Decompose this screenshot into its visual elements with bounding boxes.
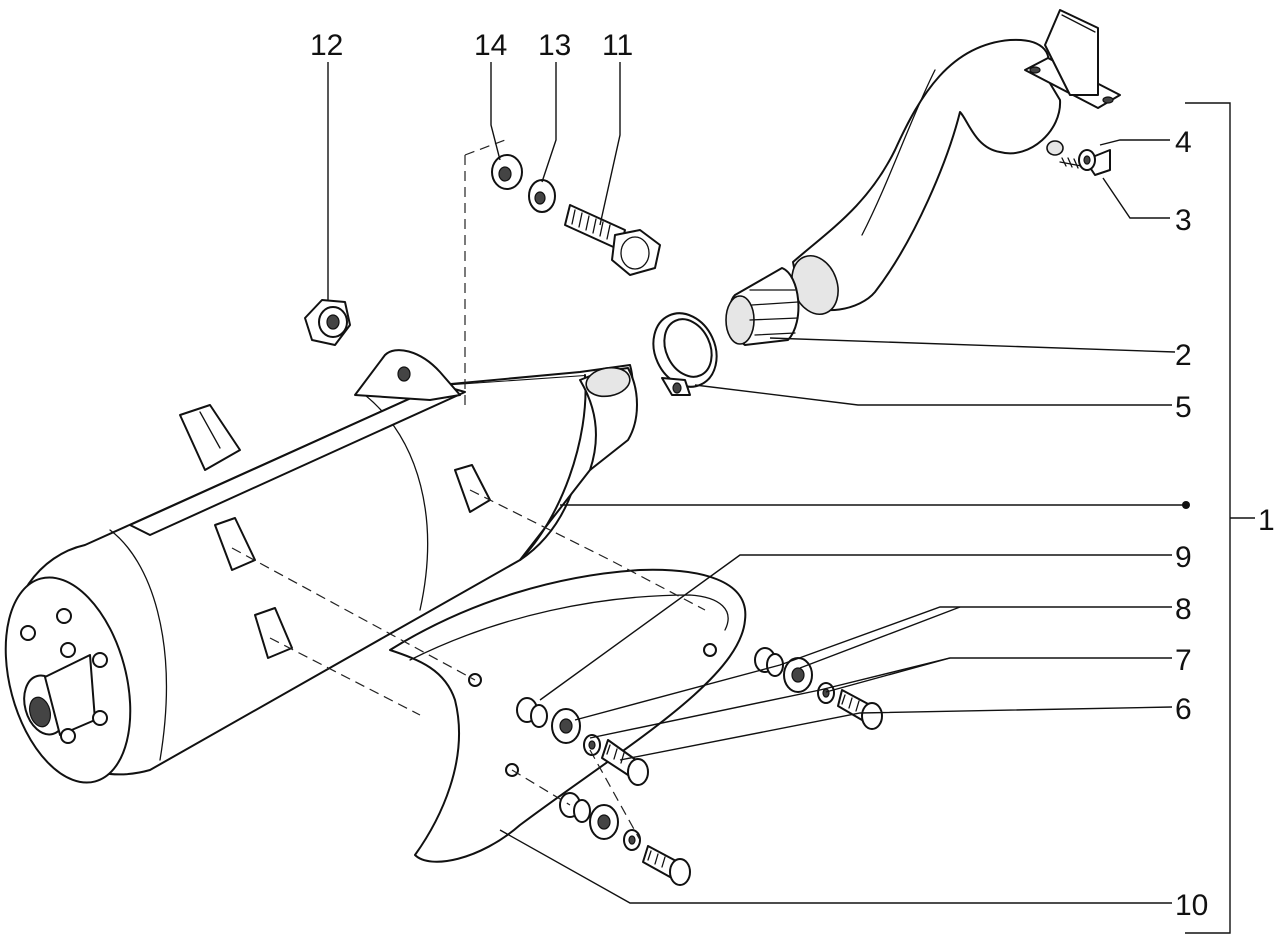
- gasket-2: [725, 267, 800, 346]
- label-part-4: 4: [1175, 126, 1192, 159]
- part-labels: 12 14 13 11 4 3 2 5 1 9 8 7 6 10: [310, 29, 1275, 922]
- nut-12: [304, 299, 351, 346]
- washer-4: [1078, 149, 1096, 171]
- label-part-2: 2: [1175, 339, 1192, 372]
- label-part-5: 5: [1175, 391, 1192, 424]
- silencer-body: [4, 349, 638, 784]
- label-part-13: 13: [538, 29, 571, 62]
- label-part-14: 14: [474, 29, 507, 62]
- leader-lines: [327, 62, 1255, 934]
- label-part-3: 3: [1175, 204, 1192, 237]
- alignment-lines: [231, 139, 706, 841]
- label-part-6: 6: [1175, 693, 1192, 726]
- label-part-8: 8: [1175, 593, 1192, 626]
- exhaust-pipe: [791, 9, 1121, 315]
- washer-14: [491, 154, 523, 190]
- clamp-5: [652, 312, 718, 396]
- washer-13: [528, 179, 556, 213]
- label-part-1: 1: [1258, 504, 1275, 537]
- label-part-12: 12: [310, 29, 343, 62]
- label-part-10: 10: [1175, 889, 1208, 922]
- fastener-set-middle: [516, 697, 649, 786]
- label-part-9: 9: [1175, 541, 1192, 574]
- label-part-7: 7: [1175, 644, 1192, 677]
- screw-11: [564, 204, 661, 276]
- fastener-set-right: [754, 647, 883, 730]
- fastener-set-lower: [559, 792, 691, 886]
- label-part-11: 11: [602, 29, 633, 62]
